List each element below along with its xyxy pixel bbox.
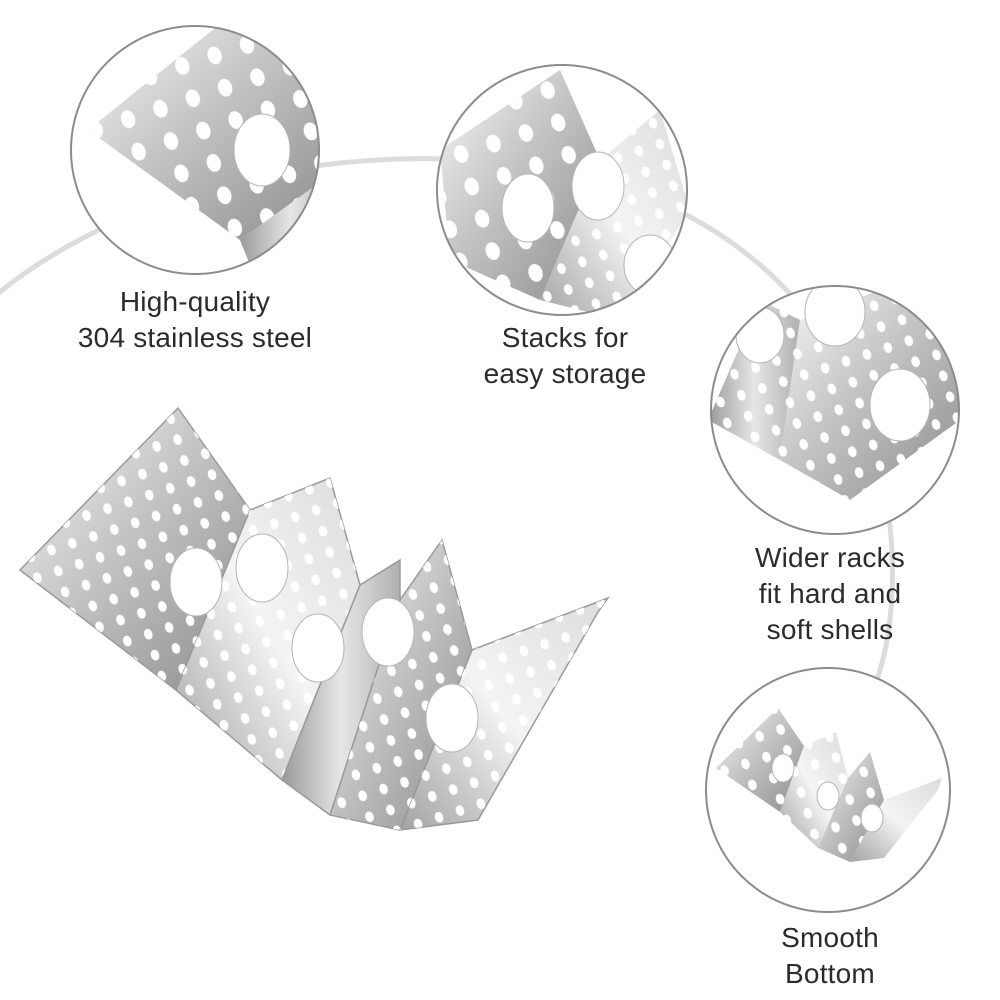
detail-circle-quality — [70, 25, 320, 275]
caption-wider-line-2: fit hard and — [758, 578, 902, 609]
caption-quality-line-1: High-quality — [119, 286, 271, 317]
caption-stacks-line-1: Stacks for — [501, 322, 629, 353]
caption-quality: High-quality 304 stainless steel — [40, 284, 350, 356]
caption-smooth-line-2: Bottom — [785, 958, 875, 989]
caption-smooth-line-1: Smooth — [781, 922, 879, 953]
caption-wider: Wider racks fit hard and soft shells — [720, 540, 940, 648]
detail-circle-smooth — [705, 667, 951, 913]
detail-circle-stacks — [436, 64, 688, 316]
caption-stacks-line-2: easy storage — [483, 358, 647, 389]
caption-stacks: Stacks for easy storage — [440, 320, 690, 392]
detail-circle-wider — [710, 285, 960, 535]
caption-smooth: Smooth Bottom — [730, 920, 930, 992]
taco-rack-main-image — [18, 406, 611, 831]
caption-quality-line-2: 304 stainless steel — [77, 322, 313, 353]
caption-wider-line-3: soft shells — [766, 614, 894, 645]
caption-wider-line-1: Wider racks — [755, 542, 905, 573]
